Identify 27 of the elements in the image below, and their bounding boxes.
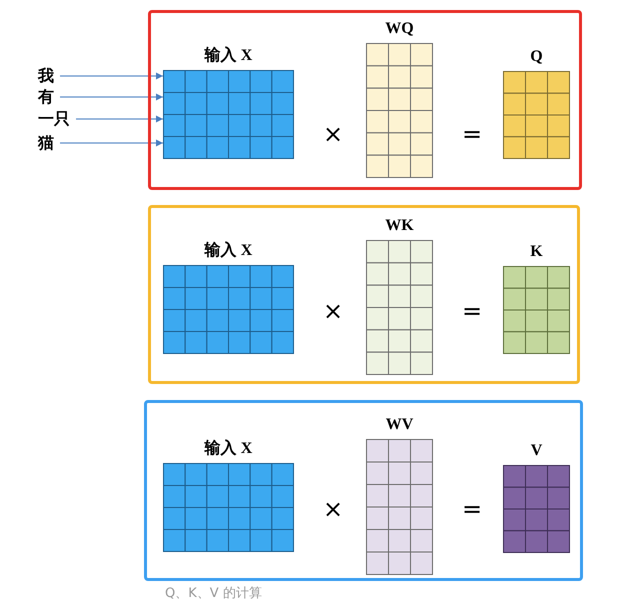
matrix-label: Q [530, 48, 543, 65]
arrow [76, 116, 164, 122]
arrow [60, 72, 164, 80]
panel-frame [148, 205, 580, 384]
matrix-label: WV [386, 416, 414, 433]
panel-frame [144, 400, 583, 581]
equals-sign: = [462, 298, 482, 324]
input-token: 我 [38, 66, 54, 86]
matrix-label: 输入 X [204, 440, 252, 457]
matrix-label: K [530, 243, 543, 260]
input-token: 有 [38, 87, 54, 107]
multiply-sign: × [323, 298, 344, 324]
caption: Q、K、V 的计算 [165, 585, 262, 602]
matrix-label: V [530, 442, 542, 459]
multiply-sign: × [323, 496, 344, 522]
matrix-label: 输入 X [204, 47, 252, 64]
matrix-label: WQ [385, 20, 414, 37]
arrow [60, 140, 164, 146]
multiply-sign: × [323, 121, 344, 147]
panel-frame [148, 10, 582, 190]
input-token: 一只 [38, 109, 70, 129]
input-token: 猫 [38, 133, 54, 153]
arrow [60, 94, 164, 100]
matrix-label: WK [385, 217, 414, 234]
matrix-label: 输入 X [204, 242, 252, 259]
equals-sign: = [462, 121, 482, 147]
equals-sign: = [462, 496, 482, 522]
